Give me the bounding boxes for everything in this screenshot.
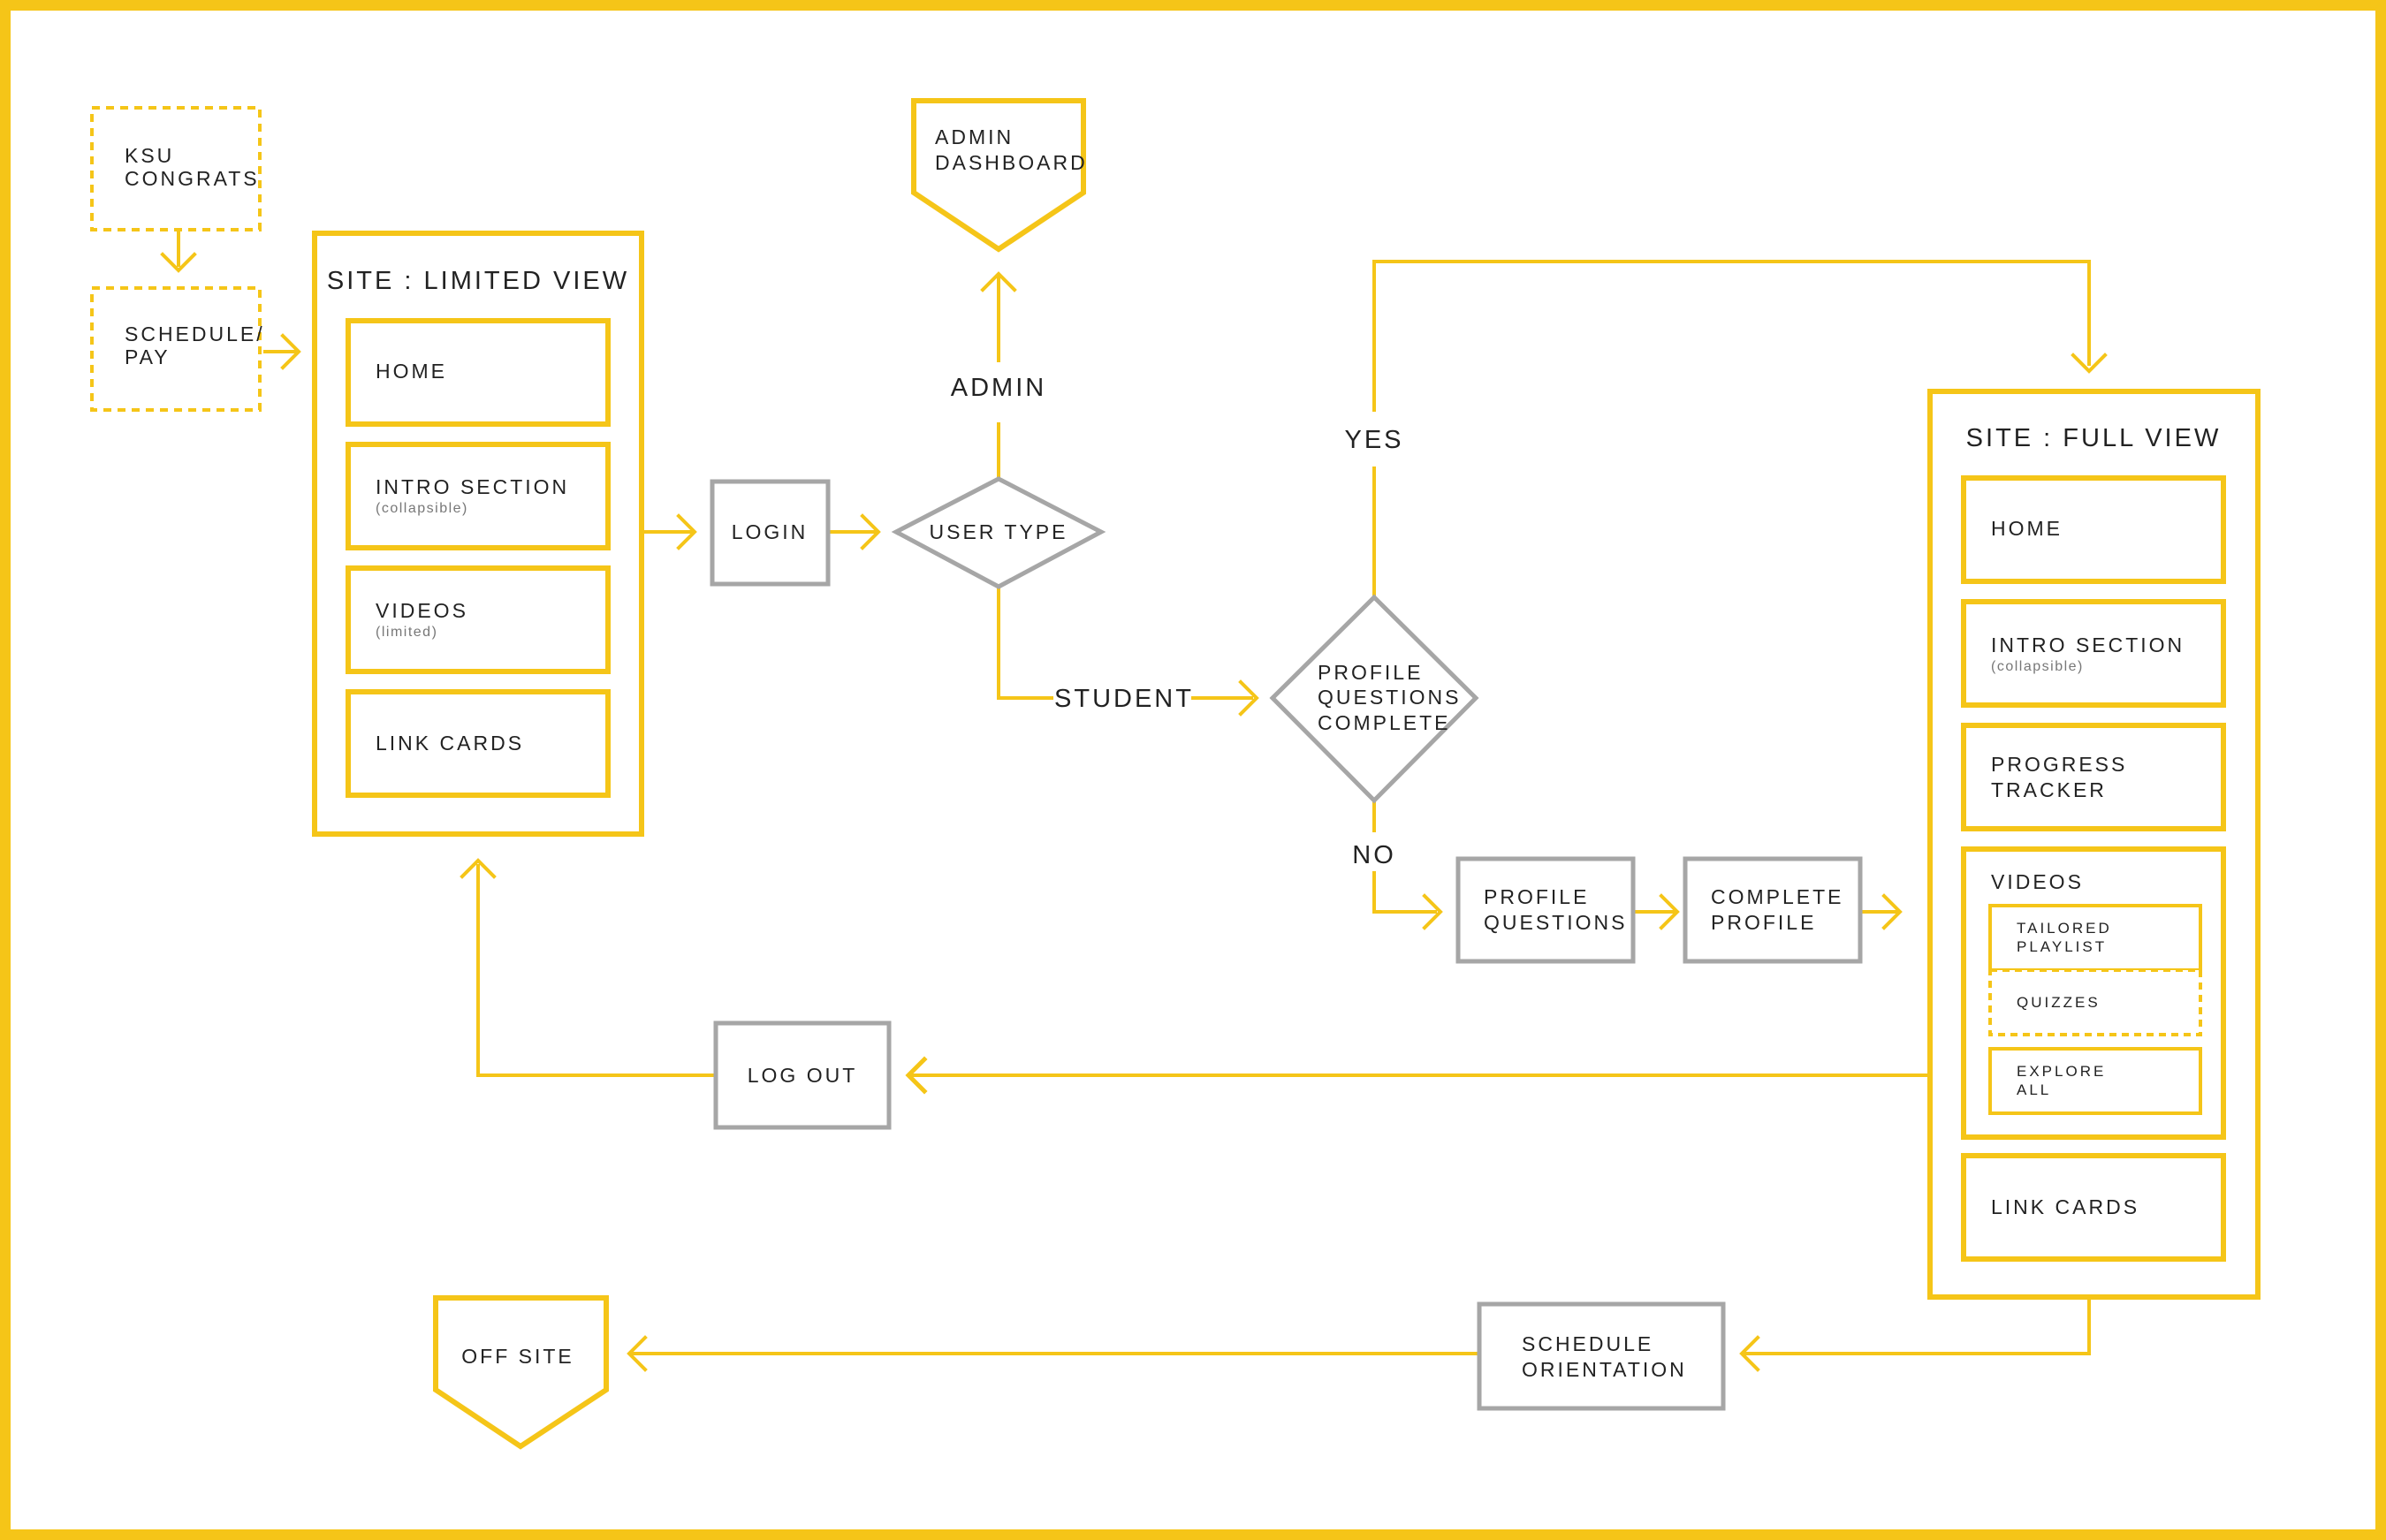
full-link-cards-card: LINK CARDS	[1961, 1153, 2226, 1262]
connector-full-view-to-orientation	[1739, 1297, 2091, 1372]
schedule-orientation-node: SCHEDULE ORIENTATION	[1477, 1301, 1726, 1411]
connector-full-view-to-logout	[905, 1056, 1930, 1095]
svg-text:KSU: KSU	[125, 144, 174, 167]
svg-text:LINK CARDS: LINK CARDS	[1991, 1195, 2139, 1218]
connector-user-type-to-profile-check	[997, 587, 1259, 717]
svg-text:ADMIN: ADMIN	[935, 125, 1014, 148]
full-home-card: HOME	[1961, 475, 2226, 584]
svg-text:VIDEOS: VIDEOS	[376, 599, 468, 622]
svg-text:LOGIN: LOGIN	[732, 520, 809, 543]
full-progress-card: PROGRESS TRACKER	[1961, 723, 2226, 831]
connector-limited-view-to-login	[643, 513, 697, 550]
svg-text:PAY: PAY	[125, 345, 171, 368]
svg-text:INTRO SECTION: INTRO SECTION	[1991, 633, 2185, 656]
svg-text:COMPLETE: COMPLETE	[1318, 711, 1451, 734]
svg-text:COMPLETE: COMPLETE	[1711, 885, 1844, 908]
off-site-node: OFF SITE	[433, 1295, 609, 1450]
limited-view-title: SITE : LIMITED VIEW	[327, 267, 629, 295]
limited-view-panel: SITE : LIMITED VIEW HOME INTRO SECTION (…	[312, 231, 644, 837]
user-type-decision: USER TYPE	[891, 476, 1106, 589]
profile-questions-node: PROFILE QUESTIONS	[1455, 856, 1636, 964]
connector-user-type-to-admin	[980, 271, 1017, 479]
profile-complete-decision: PROFILE QUESTIONS COMPLETE	[1269, 594, 1479, 804]
svg-text:QUIZZES: QUIZZES	[2017, 994, 2101, 1011]
connector-login-to-user-type	[830, 513, 881, 550]
connector-questions-to-complete-profile	[1633, 893, 1680, 930]
svg-text:HOME: HOME	[1991, 517, 2063, 540]
connector-logout-to-limited-view	[460, 858, 718, 1077]
svg-text:OFF SITE: OFF SITE	[461, 1345, 574, 1368]
complete-profile-node: COMPLETE PROFILE	[1683, 856, 1863, 964]
svg-text:VIDEOS: VIDEOS	[1991, 870, 2084, 893]
svg-text:TRACKER: TRACKER	[1991, 778, 2107, 801]
login-node: LOGIN	[710, 479, 831, 587]
limited-videos-card: VIDEOS (limited)	[346, 565, 611, 674]
edge-label-yes: YES	[1344, 426, 1403, 454]
full-view-panel: SITE : FULL VIEW HOME INTRO SECTION (col…	[1927, 389, 2261, 1300]
svg-text:SCHEDULE/: SCHEDULE/	[125, 322, 265, 345]
limited-home-card: HOME	[346, 318, 611, 427]
connector-complete-profile-to-full-view	[1861, 893, 1903, 930]
svg-text:DASHBOARD: DASHBOARD	[935, 151, 1088, 174]
ksu-congrats-node: KSU CONGRATS	[90, 106, 262, 231]
svg-text:PROGRESS: PROGRESS	[1991, 753, 2127, 776]
limited-link-cards-card: LINK CARDS	[346, 689, 611, 798]
svg-text:LOG OUT: LOG OUT	[748, 1064, 858, 1087]
svg-text:LINK CARDS: LINK CARDS	[376, 732, 524, 755]
connector-yes-to-full-view	[1372, 260, 2108, 597]
svg-text:PLAYLIST: PLAYLIST	[2017, 938, 2107, 955]
explore-all-item: EXPLORE ALL	[1988, 1047, 2202, 1115]
svg-text:ORIENTATION: ORIENTATION	[1522, 1358, 1687, 1381]
svg-text:HOME: HOME	[376, 360, 447, 383]
connector-no-to-profile-questions	[1372, 800, 1443, 930]
limited-intro-card: INTRO SECTION (collapsible)	[346, 442, 611, 550]
connector-schedule-to-limited-view	[263, 333, 301, 370]
svg-text:INTRO SECTION: INTRO SECTION	[376, 475, 569, 498]
full-view-title: SITE : FULL VIEW	[1966, 424, 2222, 452]
schedule-pay-node: SCHEDULE/ PAY	[90, 286, 265, 412]
full-intro-card: INTRO SECTION (collapsible)	[1961, 599, 2226, 708]
svg-text:SCHEDULE: SCHEDULE	[1522, 1332, 1653, 1355]
tailored-playlist-item: TAILORED PLAYLIST	[1988, 904, 2202, 972]
connector-orientation-to-off-site	[627, 1335, 1479, 1372]
quizzes-item: QUIZZES	[1988, 968, 2202, 1036]
admin-dashboard-node: ADMIN DASHBOARD	[911, 98, 1088, 253]
full-videos-card: VIDEOS TAILORED PLAYLIST QUIZZES EXPLORE…	[1961, 846, 2226, 1140]
svg-text:QUESTIONS: QUESTIONS	[1484, 911, 1627, 934]
svg-text:PROFILE: PROFILE	[1318, 661, 1423, 684]
svg-text:PROFILE: PROFILE	[1484, 885, 1589, 908]
svg-text:CONGRATS: CONGRATS	[125, 167, 260, 190]
svg-text:QUESTIONS: QUESTIONS	[1318, 686, 1461, 709]
svg-text:(collapsible): (collapsible)	[1991, 659, 2084, 674]
svg-text:ALL: ALL	[2017, 1081, 2051, 1098]
svg-text:USER TYPE: USER TYPE	[930, 520, 1068, 543]
svg-text:TAILORED: TAILORED	[2017, 920, 2112, 937]
svg-text:EXPLORE: EXPLORE	[2017, 1063, 2106, 1080]
edge-label-admin: ADMIN	[951, 374, 1046, 402]
edge-label-student: STUDENT	[1054, 685, 1194, 713]
log-out-node: LOG OUT	[713, 1020, 892, 1130]
svg-text:PROFILE: PROFILE	[1711, 911, 1816, 934]
connector-ksu-to-schedule	[160, 230, 197, 273]
edge-label-no: NO	[1352, 841, 1396, 869]
svg-text:(collapsible): (collapsible)	[376, 501, 468, 516]
svg-text:(limited): (limited)	[376, 625, 437, 640]
